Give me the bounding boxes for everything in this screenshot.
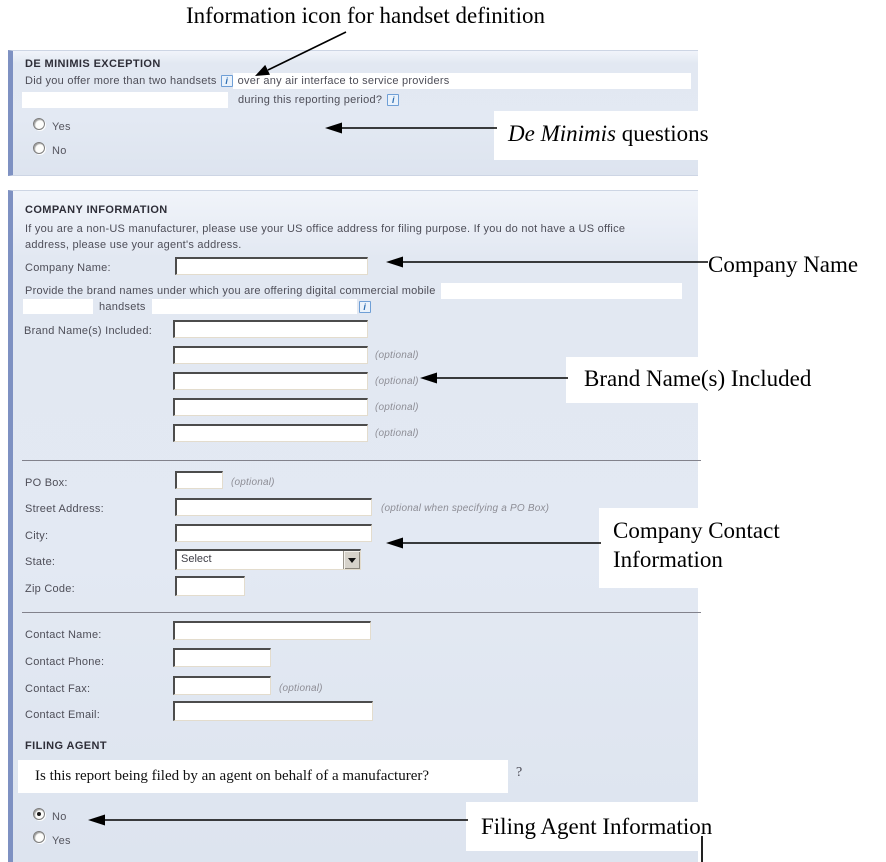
redaction-box <box>23 299 93 314</box>
contact-fax-label: Contact Fax: <box>25 683 91 695</box>
contact-fax-input[interactable] <box>173 676 271 695</box>
brand-name-input-5[interactable] <box>173 424 368 442</box>
brand-optional-3: (optional) <box>375 376 419 387</box>
filing-agent-radio-yes[interactable] <box>33 831 45 843</box>
redaction-box <box>440 283 682 299</box>
period-info-icon[interactable]: i <box>387 94 400 106</box>
de-minimis-question-line1: Did you offer more than two handsets i o… <box>25 72 691 89</box>
brand-prompt-line2: handsets i <box>23 299 371 314</box>
contact-note-line1: Company Contact <box>613 518 780 543</box>
brand-prompt-text: Provide the brand names under which you … <box>25 285 436 297</box>
brand-optional-5: (optional) <box>375 428 419 439</box>
street-address-label: Street Address: <box>25 503 104 515</box>
filing-agent-header: FILING AGENT <box>25 740 107 752</box>
contact-email-input[interactable] <box>173 701 373 721</box>
annotation-brand-names: Brand Name(s) Included <box>566 357 878 403</box>
divider <box>22 460 701 461</box>
street-address-input[interactable] <box>175 498 372 516</box>
de-minimis-question-line2: during this reporting period? i <box>22 92 400 108</box>
arrow-to-contact-info <box>386 537 601 549</box>
filing-agent-radio-yes-label: Yes <box>52 835 71 847</box>
company-information-section: COMPANY INFORMATION If you are a non-US … <box>8 190 701 862</box>
fax-optional: (optional) <box>279 683 323 694</box>
brand-name-input-1[interactable] <box>173 320 368 338</box>
filing-agent-radio-no[interactable] <box>33 808 45 820</box>
po-box-label: PO Box: <box>25 477 68 489</box>
company-note-line2: address, please use your agent's address… <box>25 239 242 251</box>
brand-name-input-3[interactable] <box>173 372 368 390</box>
brand-names-note-text: Brand Name(s) Included <box>584 366 812 391</box>
brand-optional-2: (optional) <box>375 350 419 361</box>
de-minimis-note-italic: De Minimis <box>508 121 616 146</box>
callout-line <box>701 836 703 862</box>
company-info-header: COMPANY INFORMATION <box>25 204 168 216</box>
contact-name-label: Contact Name: <box>25 629 102 641</box>
contact-phone-input[interactable] <box>173 648 271 667</box>
contact-email-label: Contact Email: <box>25 709 101 721</box>
handset-info-icon[interactable]: i <box>220 74 233 87</box>
zip-code-label: Zip Code: <box>25 583 75 595</box>
annotation-contact-info: Company Contact Information <box>599 508 817 588</box>
filing-agent-note-text: Filing Agent Information <box>481 814 713 839</box>
divider <box>22 612 701 613</box>
annotation-info-icon: Information icon for handset definition <box>186 3 545 29</box>
chevron-down-icon <box>348 557 356 563</box>
contact-note-line2: Information <box>613 547 723 572</box>
contact-name-input[interactable] <box>173 621 371 640</box>
redaction-box <box>22 92 228 108</box>
company-name-label: Company Name: <box>25 262 111 274</box>
annotation-de-minimis: De Minimis questions <box>494 111 766 160</box>
state-select-value: Select <box>181 553 212 565</box>
brand-prompt-line1: Provide the brand names under which you … <box>25 283 682 299</box>
arrow-to-info-icon <box>255 31 347 76</box>
arrow-to-filing-agent <box>88 814 468 826</box>
zip-code-input[interactable] <box>175 576 245 596</box>
de-minimis-header: DE MINIMIS EXCEPTION <box>25 58 161 70</box>
arrow-to-brand-names <box>420 372 568 384</box>
brand-info-icon[interactable]: i <box>358 300 371 313</box>
filing-agent-radio-no-label: No <box>52 811 67 823</box>
po-box-input[interactable] <box>175 471 223 489</box>
brand-prompt-word: handsets <box>99 300 146 313</box>
brand-name-input-4[interactable] <box>173 398 368 416</box>
redaction-box <box>151 299 357 314</box>
company-note-line1: If you are a non-US manufacturer, please… <box>25 223 626 235</box>
de-minimis-radio-no[interactable] <box>33 142 45 154</box>
dropdown-button[interactable] <box>343 551 360 569</box>
annotation-company-name: Company Name <box>708 252 859 278</box>
brand-optional-4: (optional) <box>375 402 419 413</box>
contact-phone-label: Contact Phone: <box>25 656 105 668</box>
de-minimis-note-rest: questions <box>615 121 709 146</box>
po-box-optional: (optional) <box>231 477 275 488</box>
de-minimis-radio-yes-label: Yes <box>52 121 71 133</box>
city-input[interactable] <box>175 524 372 542</box>
street-optional-note: (optional when specifying a PO Box) <box>381 503 550 514</box>
annotation-filing-agent: Filing Agent Information <box>466 802 762 851</box>
question-text-part1: Did you offer more than two handsets <box>25 74 217 87</box>
state-label: State: <box>25 556 56 568</box>
state-select[interactable]: Select <box>175 549 361 570</box>
arrow-to-company-name <box>386 256 708 268</box>
company-name-input[interactable] <box>175 257 368 275</box>
question-text-part2: over any air interface to service provid… <box>232 72 691 89</box>
city-label: City: <box>25 530 49 542</box>
question-text-part3: during this reporting period? <box>238 94 383 106</box>
question-remnant: ? <box>516 765 523 780</box>
de-minimis-radio-no-label: No <box>52 145 67 157</box>
arrow-to-de-minimis <box>325 122 497 134</box>
brand-name-input-2[interactable] <box>173 346 368 364</box>
brand-names-label: Brand Name(s) Included: <box>24 325 153 337</box>
filing-agent-question: Is this report being filed by an agent o… <box>18 760 508 793</box>
de-minimis-radio-yes[interactable] <box>33 118 45 130</box>
